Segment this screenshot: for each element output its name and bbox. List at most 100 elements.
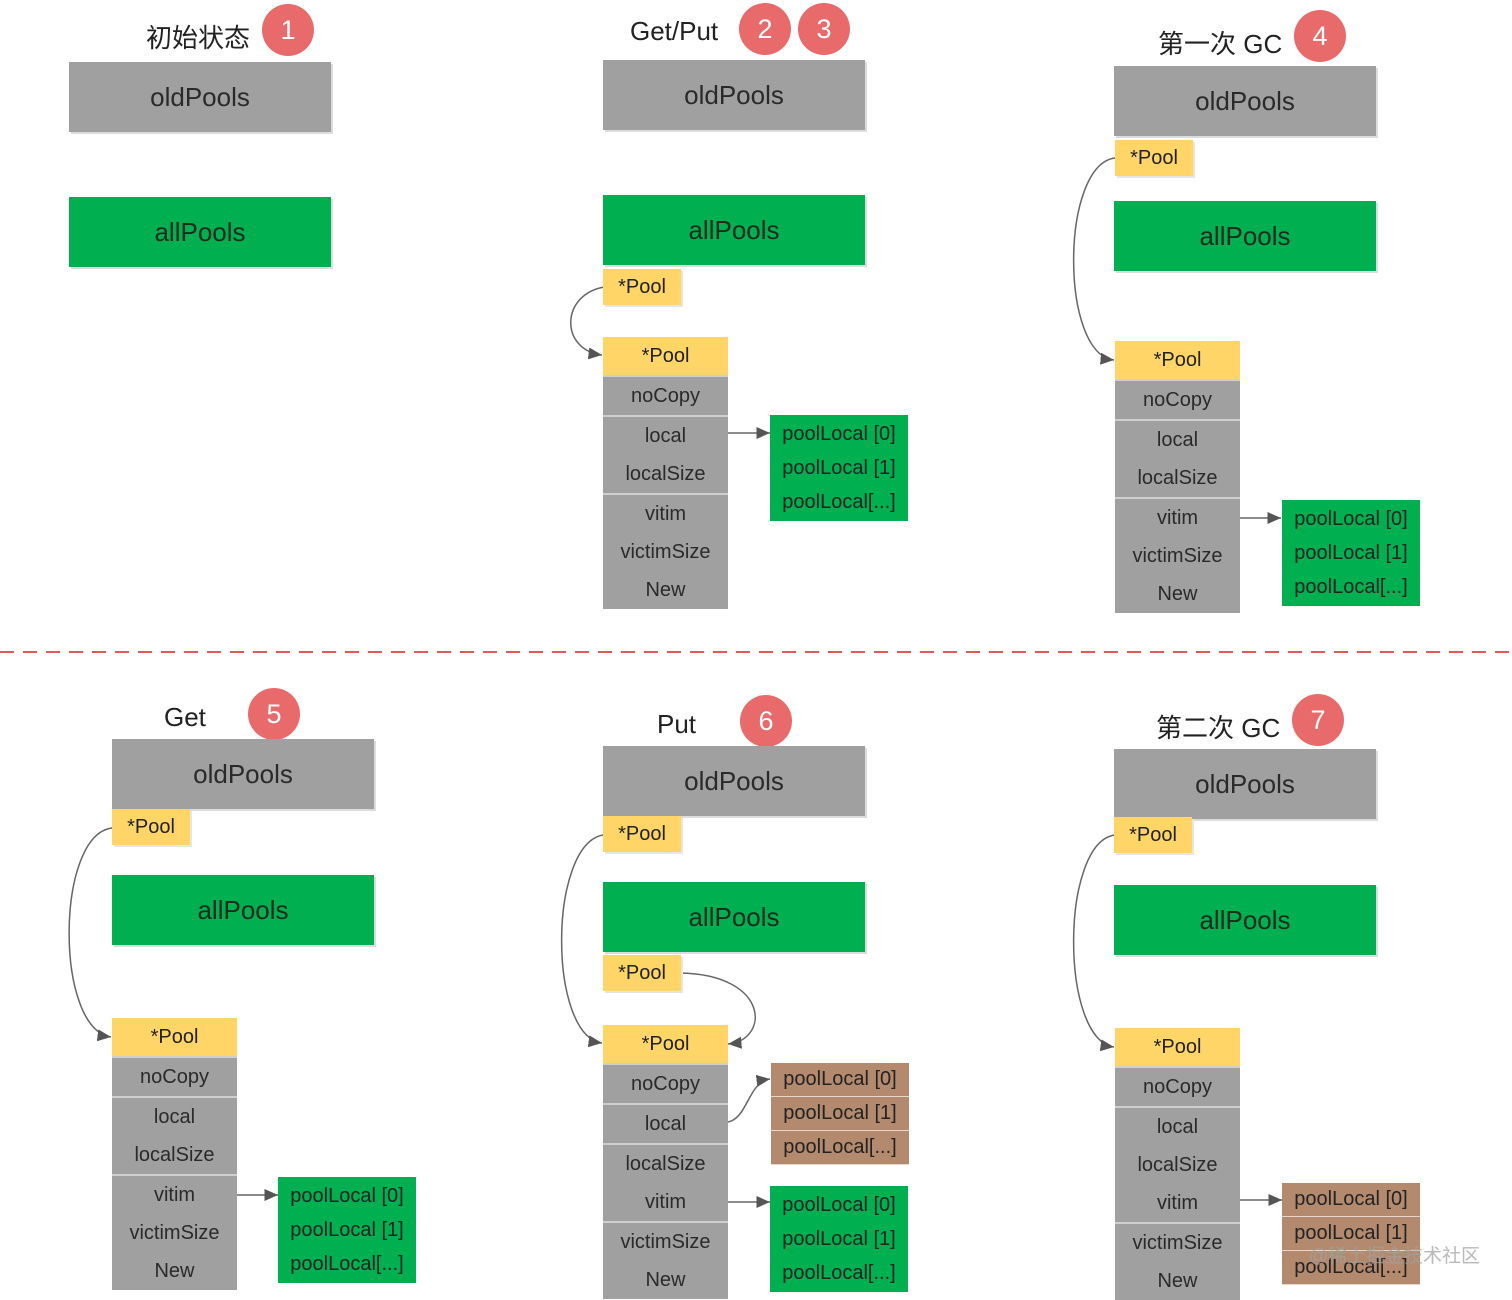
pool-local-item: poolLocal[...] [1282, 1251, 1420, 1285]
field-local: local [644, 1112, 687, 1135]
pool-local-item: poolLocal[...] [290, 1252, 404, 1275]
field-victimsize: victimSize [129, 1221, 220, 1244]
pool-local-array: poolLocal [0] poolLocal [1] poolLocal[..… [278, 1177, 416, 1283]
field-group: localSize vitim [603, 1143, 728, 1221]
old-pools-box: oldPools [1114, 749, 1376, 819]
pool-struct-header: *Pool [112, 1018, 237, 1056]
field-localsize: localSize [134, 1143, 215, 1166]
field-group: victimSize New [1115, 1222, 1240, 1300]
field-group: vitim victimSize New [112, 1174, 237, 1290]
pool-struct: *Pool noCopy local localSize vitim victi… [603, 337, 728, 609]
field-nocopy: noCopy [1143, 388, 1212, 411]
pool-local-item: poolLocal [1] [782, 456, 896, 479]
pool-local-item: poolLocal [0] [782, 1193, 896, 1216]
pool-struct-header: *Pool [603, 337, 728, 375]
pool-local-item: poolLocal[...] [782, 1261, 896, 1284]
field-local: local [1156, 1115, 1199, 1138]
field-localsize: localSize [625, 1152, 706, 1175]
pool-local-item: poolLocal [1] [1294, 541, 1408, 564]
pool-local-item: poolLocal [1] [290, 1218, 404, 1241]
pool-local-item: poolLocal[...] [782, 490, 896, 513]
field-group: noCopy [112, 1056, 237, 1096]
old-pool-pointer-arrow [560, 834, 604, 1048]
field-nocopy: noCopy [140, 1065, 209, 1088]
field-localsize: localSize [1137, 1153, 1218, 1176]
pool-struct: *Pool noCopy local localSize vitim victi… [603, 1025, 728, 1299]
field-localsize: localSize [625, 462, 706, 485]
field-nocopy: noCopy [631, 384, 700, 407]
pool-struct: *Pool noCopy local localSize vitim victi… [1115, 1028, 1240, 1300]
step-badge: 7 [1292, 694, 1344, 746]
step-badge: 6 [740, 695, 792, 747]
panel-title: 第二次 GC [1156, 713, 1281, 743]
field-local: local [644, 424, 687, 447]
pool-pointer: *Pool [112, 809, 190, 845]
field-victimsize: victimSize [620, 540, 711, 563]
field-victimsize: victimSize [1132, 544, 1223, 567]
pool-struct: *Pool noCopy local localSize vitim victi… [112, 1018, 237, 1290]
old-pools-box: oldPools [603, 746, 865, 816]
all-pools-box: allPools [1114, 201, 1376, 271]
victim-pool-local-array: poolLocal [0] poolLocal [1] poolLocal[..… [771, 1063, 909, 1165]
field-group: vitim victimSize New [603, 493, 728, 609]
field-vitim: vitim [644, 1190, 687, 1213]
field-group: local localSize [603, 415, 728, 493]
all-pools-box: allPools [69, 197, 331, 267]
field-group: local localSize [112, 1096, 237, 1174]
field-vitim: vitim [644, 502, 687, 525]
pool-local-item: poolLocal [0] [782, 422, 896, 445]
old-pools-box: oldPools [69, 62, 331, 132]
all-pools-box: allPools [603, 882, 865, 952]
pool-local-item: poolLocal [1] [1282, 1217, 1420, 1251]
field-local: local [1156, 428, 1199, 451]
pool-local-item: poolLocal [0] [1294, 507, 1408, 530]
panel-title: 初始状态 [146, 23, 251, 53]
pool-local-array: poolLocal [0] poolLocal [1] poolLocal[..… [770, 1186, 908, 1292]
field-local: local [153, 1105, 196, 1128]
pool-local-item: poolLocal [0] [771, 1063, 909, 1097]
field-group: noCopy [1115, 1066, 1240, 1106]
panel-title: Get [164, 702, 206, 732]
field-group: noCopy [603, 1063, 728, 1103]
pool-struct-header: *Pool [603, 1025, 728, 1063]
field-new: New [1157, 1269, 1198, 1292]
field-group: vitim victimSize New [1115, 497, 1240, 613]
pool-pointer: *Pool [1114, 817, 1192, 853]
field-new: New [645, 578, 686, 601]
step-badge: 1 [262, 4, 314, 56]
pool-pointer: *Pool [603, 269, 681, 305]
old-pools-box: oldPools [603, 60, 865, 130]
field-new: New [1157, 582, 1198, 605]
field-group: victimSize New [603, 1221, 728, 1299]
old-pools-box: oldPools [1114, 66, 1376, 136]
local-to-poollocal-arrow [727, 1074, 771, 1123]
panel-title: Put [657, 709, 697, 739]
step-badge: 2 [739, 3, 791, 55]
pool-struct-header: *Pool [1115, 341, 1240, 379]
panel-title: Get/Put [630, 16, 719, 46]
field-group: noCopy [1115, 379, 1240, 419]
all-pools-box: allPools [1114, 885, 1376, 955]
pool-pointer-arrow [68, 827, 113, 1042]
pool-local-item: poolLocal [0] [290, 1184, 404, 1207]
all-pool-pointer-arrow [680, 972, 756, 1049]
pool-local-array: poolLocal [0] poolLocal [1] poolLocal[..… [1282, 500, 1420, 606]
field-group: local localSize vitim [1115, 1106, 1240, 1222]
pool-local-item: poolLocal[...] [771, 1131, 909, 1165]
field-group: local [603, 1103, 728, 1143]
pool-local-item: poolLocal [1] [782, 1227, 896, 1250]
pool-struct: *Pool noCopy local localSize vitim victi… [1115, 341, 1240, 613]
pool-pointer: *Pool [603, 816, 681, 852]
old-pools-box: oldPools [112, 739, 374, 809]
step-badge: 4 [1294, 10, 1346, 62]
field-vitim: vitim [1156, 1191, 1199, 1214]
field-vitim: vitim [1156, 506, 1199, 529]
pool-pointer-arrow [1072, 157, 1116, 365]
field-vitim: vitim [153, 1183, 196, 1206]
pool-local-item: poolLocal[...] [1294, 575, 1408, 598]
field-nocopy: noCopy [631, 1072, 700, 1095]
step-badge: 3 [798, 3, 850, 55]
panel-title: 第一次 GC [1158, 29, 1283, 59]
field-nocopy: noCopy [1143, 1075, 1212, 1098]
pool-local-item: poolLocal [0] [1282, 1183, 1420, 1217]
